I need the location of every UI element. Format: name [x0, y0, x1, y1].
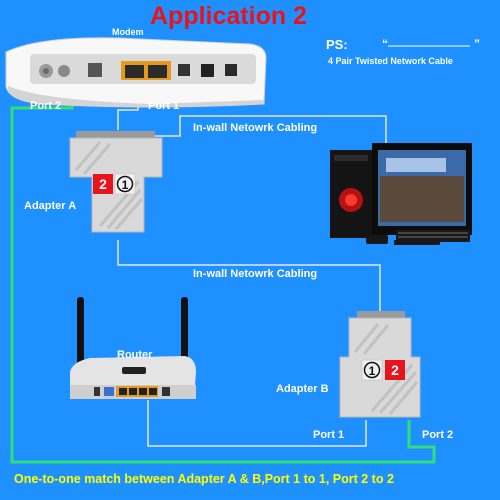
adapter-a-badge-left	[93, 174, 113, 194]
inwall-cable-top	[155, 115, 387, 150]
inwall-cabling-top-label: In-wall Netowrk Cabling	[193, 122, 318, 134]
adapter-b-badge-left-label: 1	[369, 364, 376, 378]
modem-port1-label: Port 1	[148, 100, 180, 112]
adapter-a-device: 2 1	[69, 131, 163, 233]
adapter-b-label: Adapter B	[276, 383, 329, 395]
adapter-b-device: 1 2	[339, 311, 421, 418]
inwall-cable-middle	[117, 240, 381, 312]
router-label: Router	[117, 349, 153, 361]
modem-device	[5, 37, 267, 108]
desktop-computer	[330, 143, 472, 245]
modem-label: Modem	[112, 27, 144, 37]
cable-type-note: 4 Pair Twisted Network Cable	[328, 56, 453, 66]
inwall-cabling-middle-label: In-wall Netowrk Cabling	[193, 268, 318, 280]
adapter-a-badge-right-label: 1	[122, 178, 129, 192]
router-port1-cable	[147, 400, 367, 447]
modem-port2-label: Port 2	[30, 100, 62, 112]
ps-quote-close: ”	[474, 37, 481, 51]
adapter-a-label: Adapter A	[24, 200, 77, 212]
green-cable	[10, 97, 436, 464]
router-device	[70, 297, 196, 399]
adapter-b-badge-right-label: 2	[391, 362, 399, 378]
adapter-b-badge-right	[385, 360, 405, 380]
ps-quote-open: “	[382, 37, 389, 51]
adapter-a-badge-left-label: 2	[99, 176, 107, 192]
adapter-b-port2-label: Port 2	[422, 429, 454, 441]
ps-label: PS:	[326, 37, 348, 52]
footer-note: One-to-one match between Adapter A & B,P…	[14, 472, 394, 486]
adapter-b-port1-label: Port 1	[313, 429, 345, 441]
diagram-title: Application 2	[150, 2, 307, 30]
